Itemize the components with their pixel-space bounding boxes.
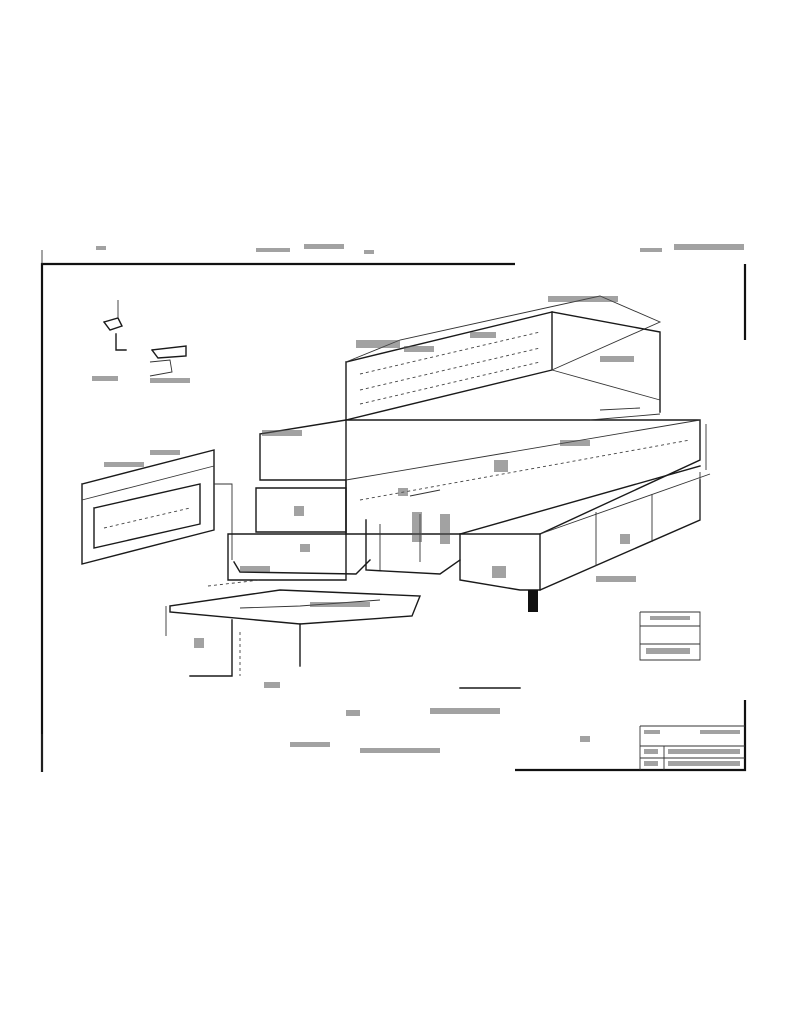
misc-linework [41,407,661,772]
lower-chassis [365,479,701,612]
main-body-deck [259,419,711,535]
floor-tray [165,589,422,688]
detail-lower-right [639,424,707,661]
left-panel-part [81,449,233,565]
title-block [639,725,745,770]
dimension-notes [290,687,590,753]
upper-body-section [345,295,662,421]
detail-callout-top-left [92,300,190,383]
sheet-border [40,250,747,772]
top-margin-marks [96,244,744,254]
center-drawer-box [227,487,371,581]
